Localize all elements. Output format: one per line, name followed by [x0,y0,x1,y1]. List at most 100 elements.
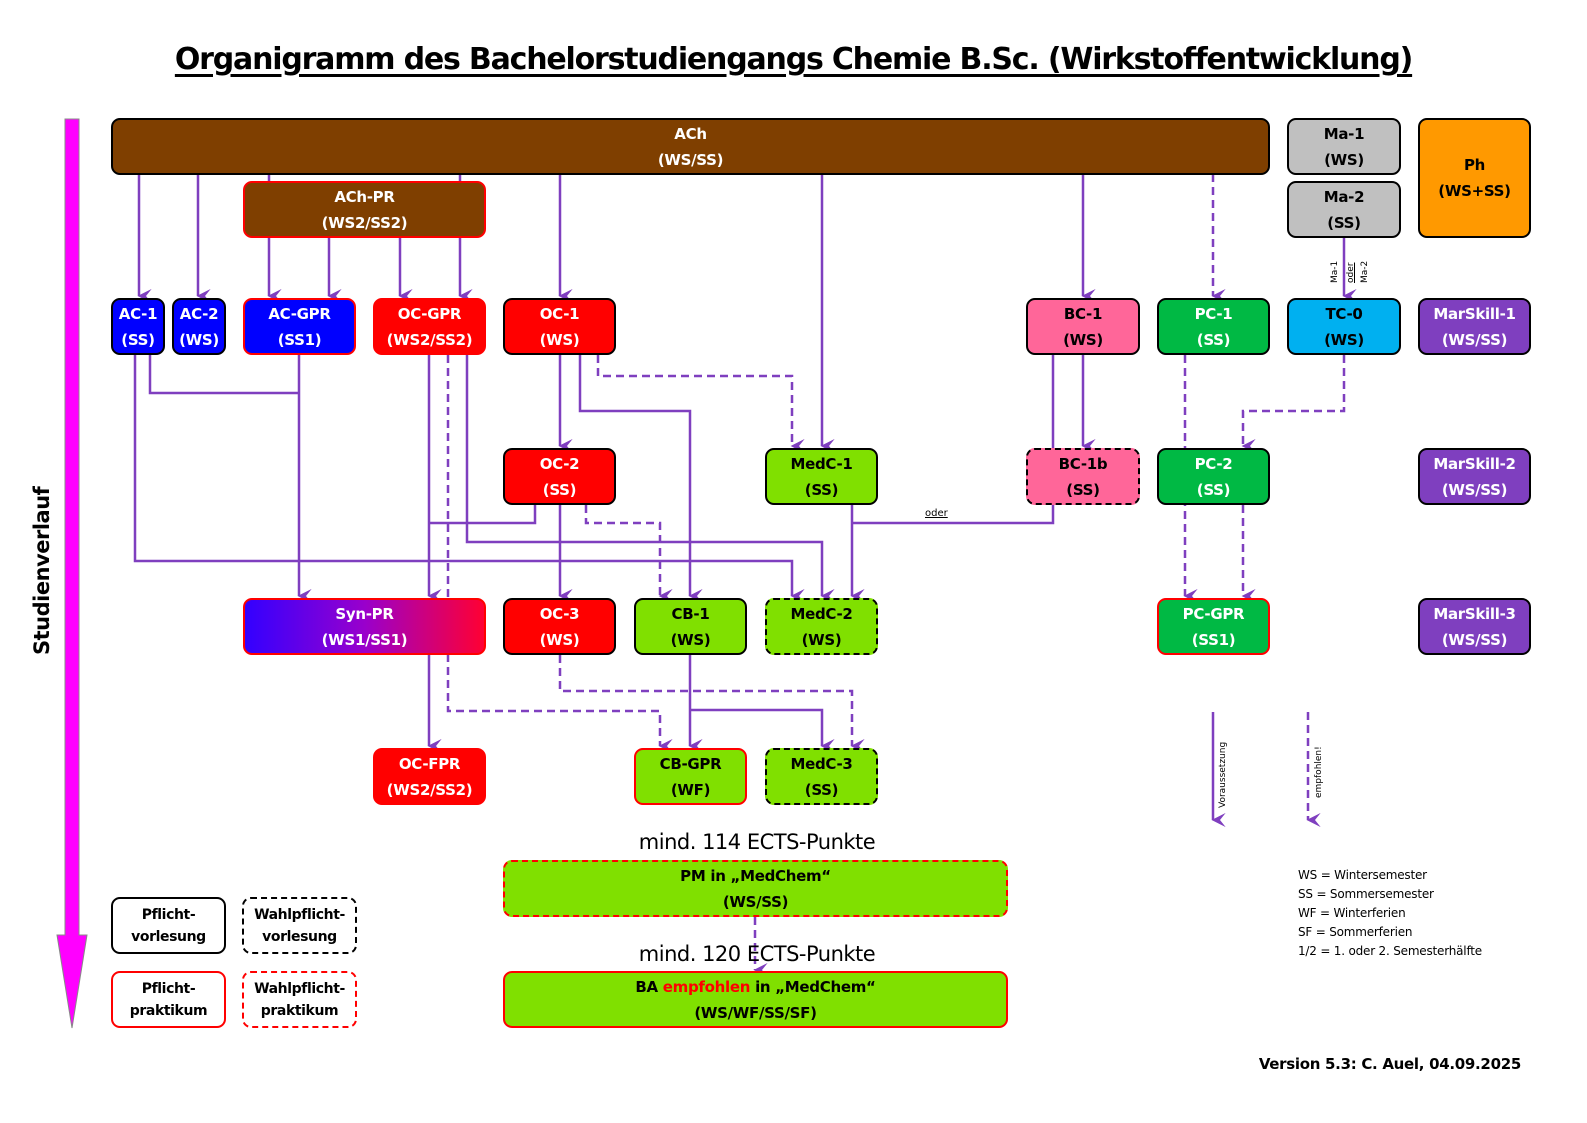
module-bc1[interactable]: BC-1 (WS) [1026,298,1140,355]
module-name: CB-1 [671,604,710,623]
abbr-half: 1/2 = 1. oder 2. Semesterhälfte [1298,944,1482,958]
module-term: (WS/WF/SS/SF) [694,1003,817,1022]
module-ba[interactable]: BA empfohlen in „MedChem“ (WS/WF/SS/SF) [503,971,1008,1028]
module-ac1[interactable]: AC-1 (SS) [111,298,165,355]
module-term: (WS) [539,630,580,649]
legend-line: Wahlpflicht- [254,980,345,997]
module-oc1[interactable]: OC-1 (WS) [503,298,616,355]
module-name: Ma-1 [1323,124,1365,143]
timeline-arrow [56,118,88,1029]
module-name: MedC-1 [790,454,853,473]
module-name: AC-GPR [268,304,331,323]
legend-line: praktikum [260,1002,339,1019]
module-medc3[interactable]: MedC-3 (SS) [765,748,878,805]
module-name: MarSkill-1 [1433,304,1516,323]
module-ac2[interactable]: AC-2 (WS) [172,298,226,355]
module-bc1b[interactable]: BC-1b (SS) [1026,448,1140,505]
module-pc-gpr[interactable]: PC-GPR (SS1) [1157,598,1270,655]
legend-pflichtpraktikum: Pflicht- praktikum [111,971,226,1028]
module-marskill1[interactable]: MarSkill-1 (WS/SS) [1418,298,1531,355]
module-name: TC-0 [1325,304,1363,323]
arrow-oc3-medc3 [558,655,865,753]
module-term: (WS/SS) [1441,630,1508,649]
legend-line: praktikum [129,1002,208,1019]
module-term: (SS) [1196,480,1231,499]
oder-label: oder [925,508,948,519]
module-term: (WS2/SS2) [386,780,473,799]
ba-suffix: in „MedChem“ [755,977,876,996]
module-name: OC-1 [539,304,580,323]
module-cb-gpr[interactable]: CB-GPR (WF) [634,748,747,805]
module-pc1[interactable]: PC-1 (SS) [1157,298,1270,355]
module-name: MedC-2 [790,604,853,623]
timeline-label: Studienverlauf [30,486,54,655]
arrow-ocgpr-medc2 [465,355,835,603]
arrow-oc2-cb1 [584,505,673,603]
module-name: MarSkill-2 [1433,454,1516,473]
legend-dashed-label: empfohlen! [1314,746,1324,798]
legend-wahlpflichtvorlesung: Wahlpflicht- vorlesung [242,897,357,954]
module-term: (WS+SS) [1438,182,1511,200]
module-marskill3[interactable]: MarSkill-3 (WS/SS) [1418,598,1531,655]
module-term: (WS/SS) [657,150,724,169]
ects-ba-label: mind. 120 ECTS-Punkte [638,942,876,966]
module-name: CB-GPR [659,754,722,773]
module-term: (WS1/SS1) [321,630,408,649]
arrow-cb1-medc3 [690,708,835,753]
module-marskill2[interactable]: MarSkill-2 (WS/SS) [1418,448,1531,505]
ma-path-label-3: Ma-2 [1360,260,1370,283]
line-bc1-medc2 [852,355,1055,525]
ba-prefix: BA [635,977,658,996]
legend-wahlpflichtpraktikum: Wahlpflicht- praktikum [242,971,357,1028]
module-term: (SS) [1327,213,1361,232]
module-term: (WF) [670,780,711,799]
module-tc0[interactable]: TC-0 (WS) [1287,298,1401,355]
module-pc2[interactable]: PC-2 (SS) [1157,448,1270,505]
module-ac-gpr[interactable]: AC-GPR (SS1) [243,298,356,355]
module-medc1[interactable]: MedC-1 (SS) [765,448,878,505]
module-oc2[interactable]: OC-2 (SS) [503,448,616,505]
module-name: ACh-PR [334,187,395,206]
module-term: (SS) [1196,330,1231,349]
module-oc3[interactable]: OC-3 (WS) [503,598,616,655]
module-ma2[interactable]: Ma-2 (SS) [1287,181,1401,238]
module-cb1[interactable]: CB-1 (WS) [634,598,747,655]
module-term: (WS) [179,330,219,349]
module-name: BC-1b [1058,454,1108,473]
arrow-oc1-medc1 [596,355,805,453]
abbr-ss: SS = Sommersemester [1298,887,1434,901]
module-name: OC-2 [539,454,580,473]
module-name: Ph [1463,156,1486,174]
module-term: (SS) [121,330,155,349]
module-term: (SS) [542,480,577,499]
abbreviation-legend: WS = Wintersemester SS = Sommersemester … [1298,866,1482,961]
module-name: PC-2 [1194,454,1233,473]
module-term: (WS) [1324,150,1364,169]
module-oc-gpr[interactable]: OC-GPR (WS2/SS2) [373,298,486,355]
legend-line: vorlesung [131,928,206,945]
module-name: PM in „MedChem“ [680,866,831,885]
module-name: Ma-2 [1323,187,1365,206]
module-pm[interactable]: PM in „MedChem“ (WS/SS) [503,860,1008,917]
module-name: OC-3 [539,604,580,623]
abbr-wf: WF = Winterferien [1298,906,1406,920]
abbr-ws: WS = Wintersemester [1298,868,1427,882]
module-name: ACh [674,124,707,143]
module-term: (WS) [539,330,580,349]
module-term: (WS) [1324,330,1364,349]
legend-solid-label: Voraussetzung [1218,741,1228,808]
module-medc2[interactable]: MedC-2 (WS) [765,598,878,655]
arrow-ac1-medc2 [133,355,805,603]
module-name: OC-FPR [398,754,461,773]
module-ach[interactable]: ACh (WS/SS) [111,118,1270,175]
module-syn-pr[interactable]: Syn-PR (WS1/SS1) [243,598,486,655]
module-ph[interactable]: Ph (WS+SS) [1418,118,1531,238]
module-name: BA empfohlen in „MedChem“ [635,974,875,1000]
module-term: (SS) [804,780,839,799]
module-ma1[interactable]: Ma-1 (WS) [1287,118,1401,175]
module-term: (SS) [1066,480,1100,499]
module-ach-pr[interactable]: ACh-PR (WS2/SS2) [243,181,486,238]
arrow-oc1-cb1 [578,355,703,603]
module-oc-fpr[interactable]: OC-FPR (WS2/SS2) [373,748,486,805]
arrow-ocgpr-cbgpr [446,355,673,753]
